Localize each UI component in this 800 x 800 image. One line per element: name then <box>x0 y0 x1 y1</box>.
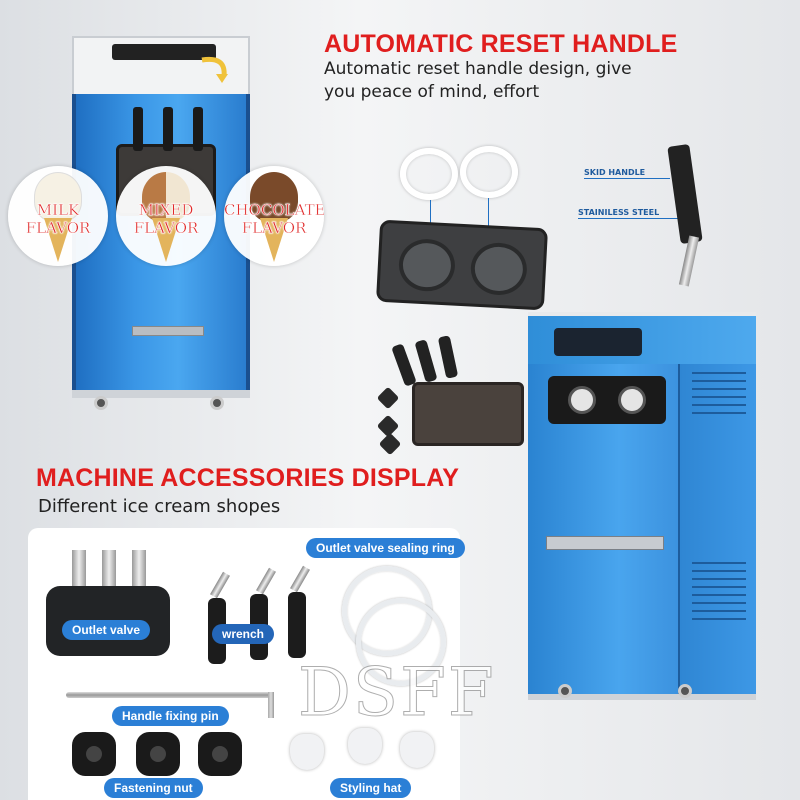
accessories-subtitle: Different ice cream shopes <box>38 496 281 517</box>
machine-base <box>528 694 756 700</box>
control-panel <box>112 44 216 60</box>
dial-icon <box>618 386 646 414</box>
watermark: DSFF <box>298 654 496 732</box>
ice-cream-machine-angle <box>528 312 756 712</box>
stainless-steel-label: STAINILESS STEEL <box>578 208 660 217</box>
cone-icon <box>152 218 180 262</box>
accessories-title: MACHINE ACCESSORIES DISPLAY <box>36 464 460 492</box>
valve-hole <box>397 237 457 293</box>
flavor-label: FLAVOR <box>25 219 91 237</box>
dispenser-head <box>548 376 666 424</box>
flavor-label: MILK <box>36 201 80 219</box>
styling-hat-label: Styling hat <box>330 778 412 798</box>
wheel-icon <box>94 396 108 410</box>
machine-side-panel <box>678 312 756 694</box>
dispenser-assembly <box>412 382 524 446</box>
styling-hat-icon <box>290 734 324 770</box>
skid-handle-label: SKID HANDLE <box>584 168 646 177</box>
valve-plate <box>375 219 549 311</box>
handle-icon <box>193 107 203 151</box>
handle-pin-label: Handle fixing pin <box>112 706 229 726</box>
machine-top-head <box>72 36 250 98</box>
callout-line <box>488 198 489 242</box>
knob-icon <box>378 432 402 456</box>
vent-slat <box>692 578 746 580</box>
wheel-icon <box>558 684 572 698</box>
sealing-ring-label: Outlet valve sealing ring <box>306 538 465 558</box>
vent-slat <box>692 610 746 612</box>
callout-line <box>578 218 684 219</box>
vent-slat <box>692 594 746 596</box>
rotate-arrow-icon <box>201 56 228 83</box>
nut-icon <box>72 732 116 776</box>
styling-hat-icon <box>348 728 382 764</box>
flavor-label: MIXED <box>138 201 194 219</box>
wheel-icon <box>210 396 224 410</box>
handle-icon <box>414 339 438 383</box>
vent-slat <box>692 388 746 390</box>
vent-slat <box>692 602 746 604</box>
cone-icon <box>260 218 288 262</box>
control-panel <box>554 328 642 356</box>
outlet-valve-label: Outlet valve <box>62 620 151 640</box>
nut-icon <box>136 732 180 776</box>
skid-handle <box>667 143 703 245</box>
knob-icon <box>376 386 400 410</box>
machine-top-head <box>528 312 756 364</box>
sealing-ring-icon <box>400 148 458 200</box>
flavor-badge-milk: MILK FLAVOR <box>8 166 108 266</box>
drip-tray <box>546 536 664 550</box>
dial-icon <box>568 386 596 414</box>
sealing-ring-icon <box>460 146 518 198</box>
reset-handle-subtitle-line1: Automatic reset handle design, give <box>324 59 632 79</box>
drip-tray <box>132 326 204 336</box>
styling-hat-icon <box>400 732 434 768</box>
vent-slat <box>692 404 746 406</box>
vent-slat <box>692 412 746 414</box>
vent-slat <box>692 396 746 398</box>
callout-line <box>430 200 431 240</box>
ice-cream-swirl <box>250 172 298 222</box>
sealing-ring-icon <box>356 598 446 686</box>
vent-slat <box>692 372 746 374</box>
handle-icon <box>163 107 173 151</box>
ice-cream-swirl <box>142 172 190 222</box>
cone-icon <box>44 218 72 262</box>
handle-icon <box>391 343 417 387</box>
fixing-pin <box>66 692 272 698</box>
reset-handle-subtitle-line2: you peace of mind, effort <box>324 82 540 102</box>
vent-slat <box>692 586 746 588</box>
vent-slat <box>692 562 746 564</box>
wheel-icon <box>678 684 692 698</box>
wrench-label: wrench <box>212 624 275 644</box>
flavor-label: FLAVOR <box>241 219 307 237</box>
nut-icon <box>198 732 242 776</box>
callout-line <box>584 178 670 179</box>
fastening-nut-label: Fastening nut <box>104 778 203 798</box>
vent-slat <box>692 618 746 620</box>
handle-icon <box>437 335 459 379</box>
flavor-label: FLAVOR <box>133 219 199 237</box>
machine-base <box>72 390 250 398</box>
flavor-label: CHOCOLATE <box>224 201 324 219</box>
valve-hole <box>469 241 529 297</box>
flavor-badge-chocolate: CHOCOLATE FLAVOR <box>224 166 324 266</box>
ice-cream-swirl <box>34 172 82 222</box>
fixing-pin-bend <box>268 692 274 718</box>
vent-slat <box>692 570 746 572</box>
wrench-icon <box>288 592 306 658</box>
vent-slat <box>692 380 746 382</box>
reset-handle-title: AUTOMATIC RESET HANDLE <box>324 30 678 58</box>
flavor-badge-mixed: MIXED FLAVOR <box>116 166 216 266</box>
handle-icon <box>133 107 143 151</box>
